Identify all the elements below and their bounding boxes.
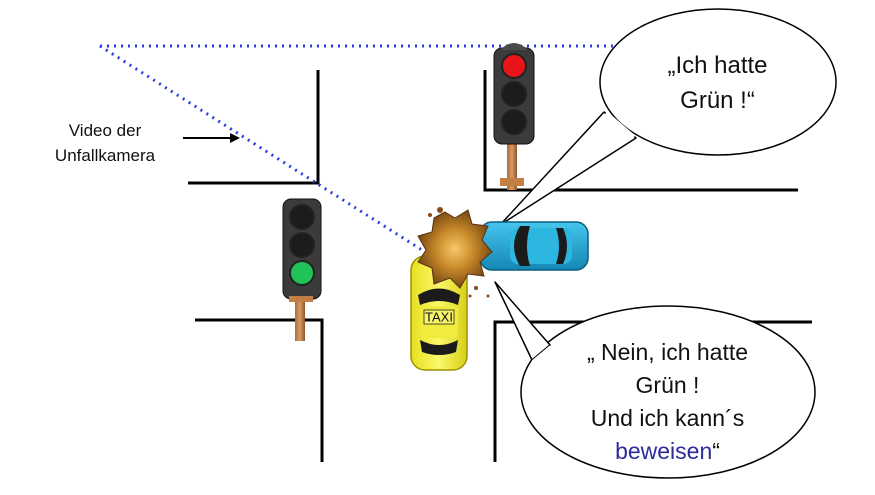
blue-car-icon [479, 221, 589, 271]
closing-quote: “ [712, 438, 720, 464]
traffic-light-icon [282, 198, 322, 341]
bubble-top-line1: „Ich hatte [667, 52, 768, 79]
bubble-top-line2: Grün !“ [680, 87, 755, 114]
bubble-bottom-line4: beweisen“ [545, 435, 790, 468]
highlight-word: beweisen [615, 438, 713, 464]
yellow-light [501, 81, 527, 107]
taxi-car-icon: TAXI [410, 255, 468, 371]
speech-bubble-top-text: „Ich hatte Grün !“ [600, 48, 835, 118]
red-light-off [289, 204, 315, 230]
corner-top-right [483, 70, 798, 192]
corner-top-left [188, 70, 320, 185]
speech-bubble-bottom [494, 281, 816, 479]
camera-label-line2: Unfallkamera [54, 146, 156, 165]
arrow-icon [183, 133, 240, 143]
explosion-icon [417, 207, 493, 298]
speech-bubble-top [499, 8, 837, 226]
bubble-bottom-line1: „ Nein, ich hatte [586, 339, 749, 365]
bubble-bottom-line3: Und ich kann´s [590, 405, 745, 431]
red-light [502, 54, 526, 78]
speech-bubble-bottom-text: „ Nein, ich hatte Grün ! Und ich kann´s … [545, 336, 790, 468]
green-light [290, 261, 314, 285]
camera-view-lines [99, 44, 620, 252]
yellow-light-off [289, 232, 315, 258]
bubble-bottom-line2: Grün ! [635, 372, 700, 398]
traffic-light-icon [493, 43, 535, 190]
corner-bottom-left [195, 318, 324, 462]
camera-label-line1: Video der [68, 121, 142, 140]
green-light-off [501, 109, 527, 135]
camera-label: Video der Unfallkamera [30, 118, 180, 168]
taxi-sign: TAXI [425, 310, 453, 325]
